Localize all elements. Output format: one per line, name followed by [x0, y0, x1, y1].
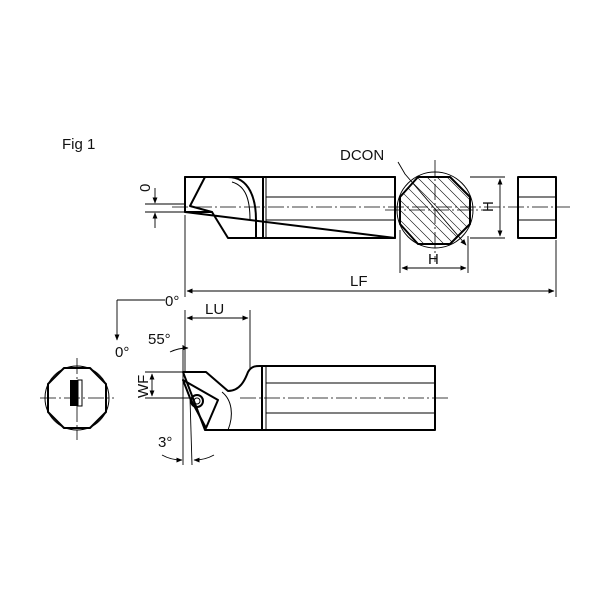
- bottom-view-neck: [221, 391, 232, 431]
- h-horizontal-label: H: [428, 251, 439, 268]
- h-vertical-label: H: [480, 201, 497, 212]
- dcon-label: DCON: [340, 147, 384, 164]
- lu-label: LU: [205, 301, 224, 318]
- insert-screw-inner: [193, 397, 201, 405]
- top-view: DCON H H LF 0: [137, 147, 570, 297]
- top-view-head: [184, 176, 213, 213]
- angle-55-arc: [169, 345, 189, 353]
- zero-deg-left-label: 0°: [115, 344, 129, 361]
- cross-section: [385, 160, 485, 262]
- insert-screw-hole: [190, 394, 204, 408]
- angle-3-label: 3°: [158, 434, 172, 451]
- angle-3-arc-left: [161, 454, 183, 463]
- top-view-shank-end: [517, 176, 557, 239]
- angle-3-ref-tilted: [189, 397, 193, 466]
- dcon-leader: [397, 161, 467, 246]
- wf-label: WF: [135, 375, 152, 398]
- angle-55-label: 55°: [148, 331, 171, 348]
- top-view-neck: [227, 176, 257, 239]
- zero-side-label: 0: [137, 184, 154, 192]
- figure-title: Fig 1: [62, 136, 95, 153]
- lf-label: LF: [350, 273, 368, 290]
- end-view-insert-edge: [77, 379, 83, 407]
- zero-deg-top-label: 0°: [165, 293, 179, 310]
- cross-section-outline: [399, 176, 471, 245]
- top-view-body-outline: [184, 176, 396, 239]
- top-view-neck-inner: [231, 181, 251, 221]
- bottom-view: LU 0° 0° 55° WF 3°: [114, 293, 448, 466]
- end-view-outline: [47, 367, 107, 429]
- angle-3-arc-right: [193, 454, 215, 463]
- end-view: [40, 358, 114, 440]
- end-view-insert: [70, 380, 78, 406]
- insert-outline: [182, 379, 219, 429]
